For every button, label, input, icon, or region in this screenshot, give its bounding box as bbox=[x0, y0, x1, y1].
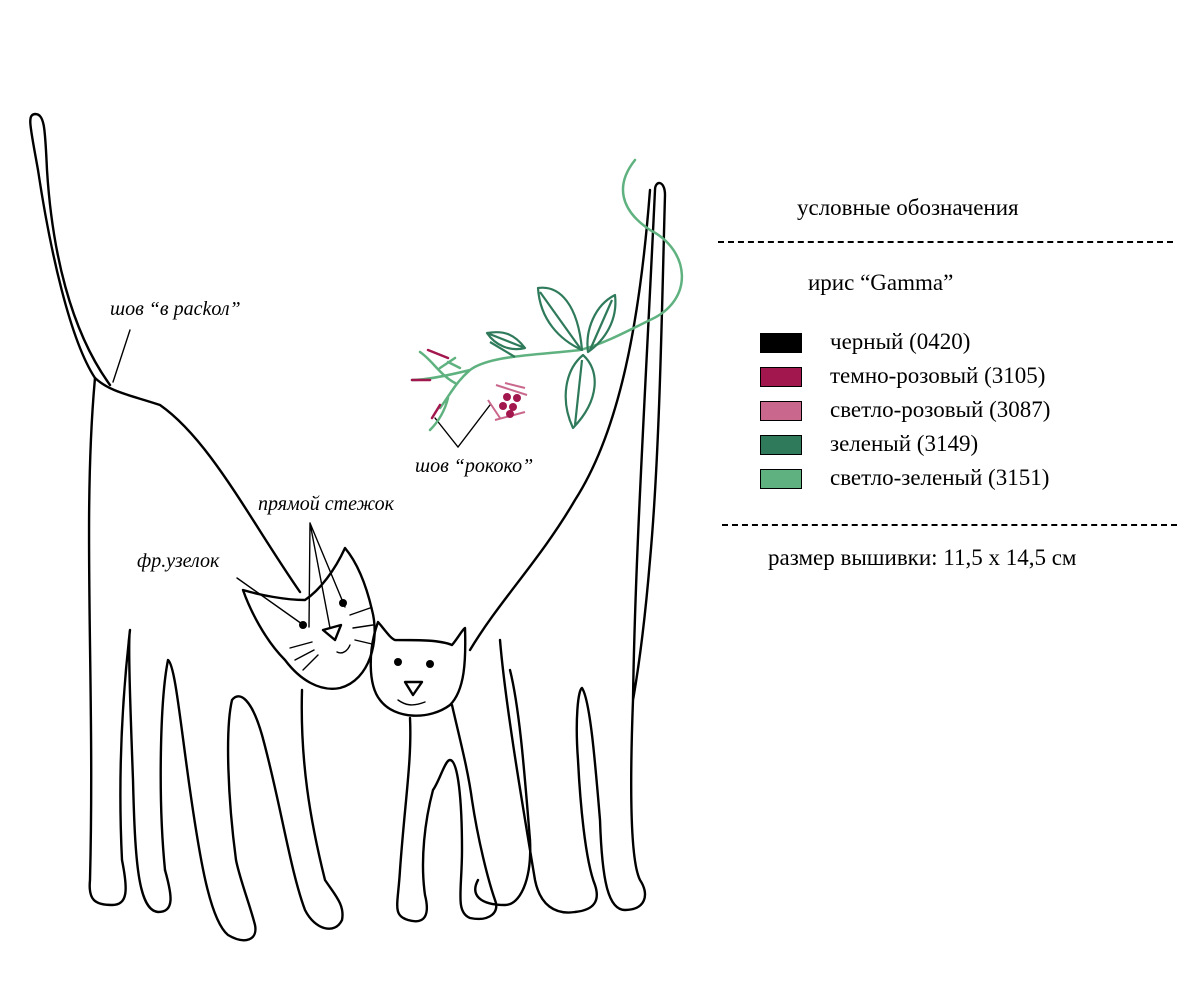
swatch-light-green bbox=[760, 469, 802, 489]
legend-item-label: черный (0420) bbox=[830, 329, 971, 354]
french-knot-pointer bbox=[236, 577, 303, 625]
small-cat-eye-right bbox=[426, 660, 434, 668]
big-cat-nose bbox=[321, 623, 343, 642]
rococo-stitch-label: шов “рококо” bbox=[415, 455, 534, 477]
swatch-black bbox=[760, 333, 802, 353]
legend-item-label: зеленый (3149) bbox=[830, 431, 979, 456]
french-knot-label: фр.узелок bbox=[137, 550, 220, 572]
legend-item-label: темно-розовый (3105) bbox=[830, 363, 1046, 388]
green-leaves bbox=[485, 286, 617, 430]
big-cat-right-legs bbox=[498, 181, 667, 914]
dark-pink-buds bbox=[410, 348, 450, 420]
rococo-flower bbox=[487, 382, 528, 421]
big-cat-neck-right bbox=[468, 188, 652, 652]
legend-divider-bottom bbox=[722, 524, 1177, 526]
big-cat-mouth bbox=[336, 644, 351, 654]
big-cat-inner-left-legs bbox=[159, 658, 344, 942]
legend-item-label: светло-розовый (3087) bbox=[830, 397, 1051, 422]
split-stitch-pointer bbox=[112, 329, 131, 383]
swatch-light-pink bbox=[760, 401, 802, 421]
small-cat-eye-left bbox=[394, 658, 402, 666]
light-green-vine bbox=[410, 158, 684, 432]
big-cat-outer-left-leg bbox=[87, 376, 172, 914]
swatch-dark-pink bbox=[760, 367, 802, 387]
rococo-pointer bbox=[434, 404, 491, 449]
embroidery-size: размер вышивки: 11,5 х 14,5 см bbox=[768, 545, 1077, 570]
swatch-green bbox=[760, 435, 802, 455]
small-cat-head bbox=[369, 620, 467, 717]
big-cat-front-leg bbox=[474, 668, 532, 907]
floral-sprig bbox=[410, 158, 684, 432]
straight-stitch-label: прямой стежок bbox=[258, 493, 394, 515]
split-stitch-label: шов “в расkол” bbox=[110, 298, 241, 320]
legend-brand: ирис “Gamma” bbox=[808, 270, 954, 295]
legend-title: условные обозначения bbox=[797, 195, 1019, 220]
legend-divider-top bbox=[718, 241, 1173, 243]
small-cat-nose bbox=[403, 680, 424, 697]
small-cat-mouth bbox=[397, 699, 426, 706]
big-cat-tail-back bbox=[29, 112, 302, 594]
small-cat-legs bbox=[396, 703, 498, 923]
big-cat-whiskers bbox=[289, 607, 374, 671]
straight-stitch-pointer bbox=[308, 522, 346, 629]
big-cat-head bbox=[241, 546, 376, 690]
legend-item-label: светло-зеленый (3151) bbox=[830, 465, 1050, 490]
